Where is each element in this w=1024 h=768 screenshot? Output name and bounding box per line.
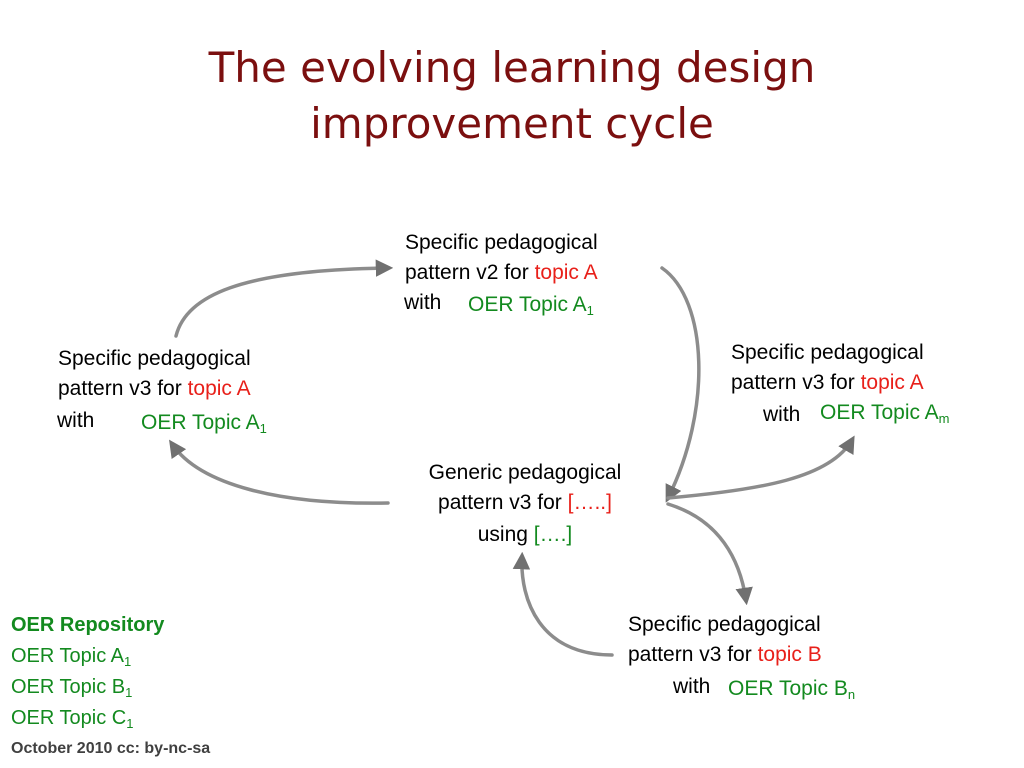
topic-label: topic A xyxy=(534,261,598,284)
slide-title: The evolving learning design improvement… xyxy=(0,40,1024,152)
with-label: with xyxy=(57,409,95,432)
arrow-left-to-top xyxy=(174,259,394,338)
placeholder-oer: [….] xyxy=(533,523,573,546)
node-line: pattern v3 for topic B xyxy=(628,640,822,670)
node-text: pattern v3 for xyxy=(438,491,568,514)
oer-label: OER Topic A1 xyxy=(468,293,594,318)
with-label: with xyxy=(763,403,801,426)
oer-label: OER Topic A1 xyxy=(141,411,267,436)
oer-repository: OER Repository OER Topic A1 OER Topic B1… xyxy=(11,610,164,734)
node-line: pattern v2 for topic A xyxy=(405,258,598,288)
title-line-2: improvement cycle xyxy=(310,99,714,148)
node-line: Generic pedagogical xyxy=(428,461,622,484)
node-line: Specific pedagogical xyxy=(628,613,821,636)
arrow-center-to-bottom xyxy=(666,502,753,606)
oer-label: OER Topic Bn xyxy=(728,677,856,702)
placeholder-topic: […..] xyxy=(567,491,612,514)
repository-item: OER Topic A1 xyxy=(11,645,132,669)
node-line: pattern v3 for […..] xyxy=(400,488,650,518)
node-line: pattern v3 for topic A xyxy=(58,374,251,404)
footer-license: October 2010 cc: by-nc-sa xyxy=(11,740,211,757)
title-line-1: The evolving learning design xyxy=(208,43,816,92)
with-label: with xyxy=(673,675,711,698)
arrow-top-to-center xyxy=(660,266,701,503)
node-line: Specific pedagogical xyxy=(731,341,924,364)
node-line: Specific pedagogical xyxy=(58,347,251,370)
topic-label: topic A xyxy=(860,371,924,394)
arrow-center-to-right xyxy=(666,435,855,500)
arrow-center-to-left xyxy=(169,439,390,505)
repository-item: OER Topic C1 xyxy=(11,707,134,731)
topic-label: topic B xyxy=(757,643,822,666)
node-line: pattern v3 for topic A xyxy=(731,368,924,398)
node-text: pattern v3 for xyxy=(628,643,758,666)
node-line: using [….] xyxy=(400,520,650,550)
repository-item: OER Topic B1 xyxy=(11,676,133,700)
repository-heading: OER Repository xyxy=(11,614,165,636)
using-label: using xyxy=(477,523,534,546)
node-line: Specific pedagogical xyxy=(405,231,598,254)
node-text: pattern v2 for xyxy=(405,261,535,284)
node-text: pattern v3 for xyxy=(58,377,188,400)
node-text: pattern v3 for xyxy=(731,371,861,394)
arrow-bottom-to-center xyxy=(512,551,614,657)
topic-label: topic A xyxy=(187,377,251,400)
with-label: with xyxy=(404,291,442,314)
oer-label: OER Topic Am xyxy=(820,401,950,426)
